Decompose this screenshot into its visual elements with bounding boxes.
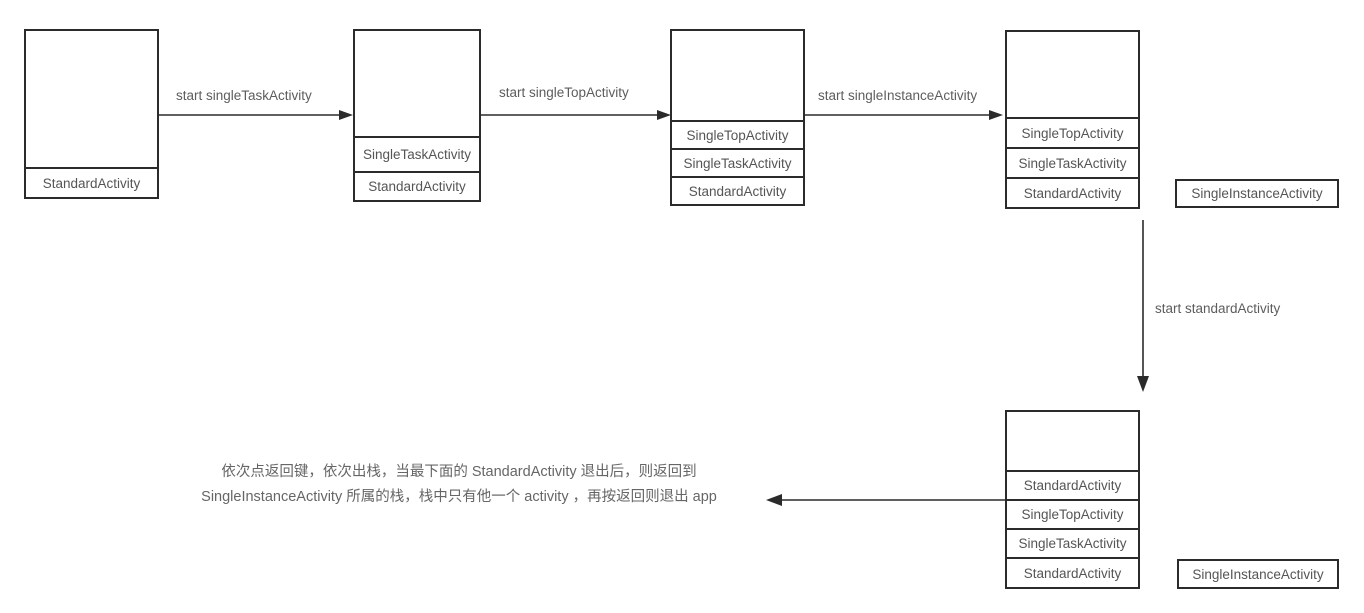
stack-2-empty-area <box>355 31 479 136</box>
stack-2-frame-0: SingleTaskActivity <box>355 136 479 171</box>
activity-stack-1: StandardActivity <box>24 29 159 199</box>
arrow-2 <box>481 110 671 120</box>
activity-stack-5: StandardActivity SingleTopActivity Singl… <box>1005 410 1140 589</box>
stack-3-frame-2: StandardActivity <box>672 176 803 204</box>
arrow-1-label: start singleTaskActivity <box>176 88 312 103</box>
arrow-5 <box>766 494 1006 506</box>
single-instance-activity-box-top: SingleInstanceActivity <box>1175 179 1339 208</box>
stack-2-frame-1: StandardActivity <box>355 171 479 200</box>
stack-5-frame-3: StandardActivity <box>1007 557 1138 587</box>
diagram-caption: 依次点返回键，依次出栈，当最下面的 StandardActivity 退出后，则… <box>201 464 717 505</box>
stack-1-empty-area <box>26 31 157 167</box>
stack-4-frame-2: StandardActivity <box>1007 177 1138 207</box>
arrow-1 <box>159 110 353 120</box>
stack-4-empty-area <box>1007 32 1138 117</box>
arrow-3 <box>805 110 1003 120</box>
stack-3-frame-0: SingleTopActivity <box>672 120 803 148</box>
stack-4-frame-0: SingleTopActivity <box>1007 117 1138 147</box>
stack-3-frame-1: SingleTaskActivity <box>672 148 803 176</box>
stack-3-empty-area <box>672 31 803 120</box>
stack-1-frame-0: StandardActivity <box>26 167 157 197</box>
arrow-4 <box>1137 220 1149 392</box>
arrow-4-label: start standardActivity <box>1155 301 1281 316</box>
single-instance-activity-box-bottom: SingleInstanceActivity <box>1177 559 1339 589</box>
arrow-2-label: start singleTopActivity <box>499 85 629 100</box>
stack-5-frame-0: StandardActivity <box>1007 470 1138 499</box>
activity-stack-3: SingleTopActivity SingleTaskActivity Sta… <box>670 29 805 206</box>
activity-stack-4: SingleTopActivity SingleTaskActivity Sta… <box>1005 30 1140 209</box>
stack-5-frame-1: SingleTopActivity <box>1007 499 1138 528</box>
arrow-3-label: start singleInstanceActivity <box>818 88 978 103</box>
stack-5-empty-area <box>1007 412 1138 470</box>
stack-4-frame-1: SingleTaskActivity <box>1007 147 1138 177</box>
activity-stack-2: SingleTaskActivity StandardActivity <box>353 29 481 202</box>
stack-5-frame-2: SingleTaskActivity <box>1007 528 1138 557</box>
